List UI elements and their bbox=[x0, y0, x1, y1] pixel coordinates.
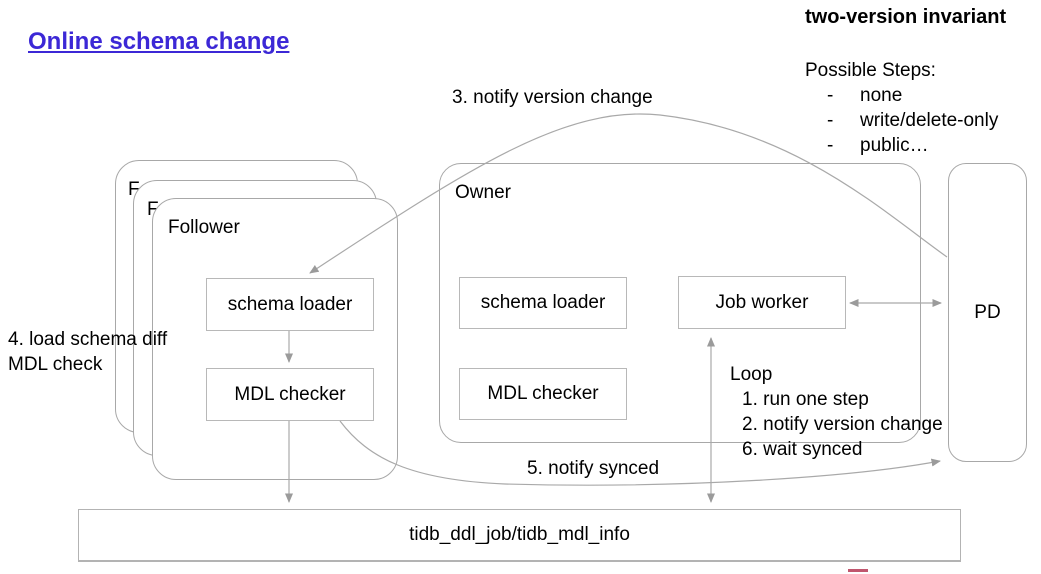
pd-card: PD bbox=[948, 163, 1027, 462]
list-item: - public… bbox=[805, 133, 998, 158]
follower-card-front: Follower bbox=[152, 198, 398, 480]
two-version-invariant-label: two-version invariant bbox=[805, 6, 1007, 28]
ddl-storage-table-box: tidb_ddl_job/tidb_mdl_info bbox=[78, 509, 961, 562]
edge-label-notify-synced: 5. notify synced bbox=[527, 458, 660, 479]
follower-schema-loader-box: schema loader bbox=[206, 278, 374, 331]
loop-header: Loop bbox=[730, 364, 773, 385]
owner-job-worker-box: Job worker bbox=[678, 276, 846, 329]
bullet-dash: - bbox=[827, 135, 834, 156]
possible-step-public: public… bbox=[860, 135, 929, 156]
loop-annotation: Loop 1. run one step 2. notify version c… bbox=[730, 362, 943, 462]
edge-label-load-schema-diff: 4. load schema diff MDL check bbox=[8, 327, 167, 377]
follower-mdl-checker-box: MDL checker bbox=[206, 368, 374, 421]
bullet-dash: - bbox=[827, 110, 834, 131]
bullet-dash: - bbox=[827, 85, 834, 106]
page-title[interactable]: Online schema change bbox=[28, 28, 290, 55]
owner-schema-loader-box: schema loader bbox=[459, 277, 627, 329]
loop-item-run-one-step: 1. run one step bbox=[742, 389, 869, 410]
possible-steps-header: Possible Steps: bbox=[805, 60, 936, 81]
accent-underline-mark bbox=[848, 569, 868, 572]
possible-step-none: none bbox=[860, 85, 903, 106]
possible-steps-list: Possible Steps: - none - write/delete-on… bbox=[805, 58, 998, 158]
possible-step-write-delete: write/delete-only bbox=[860, 110, 999, 131]
pd-label: PD bbox=[974, 301, 1001, 323]
list-item: - write/delete-only bbox=[805, 108, 998, 133]
owner-label: Owner bbox=[455, 182, 511, 203]
edge-label-line: 4. load schema diff bbox=[8, 329, 168, 350]
owner-mdl-checker-box: MDL checker bbox=[459, 368, 627, 420]
edge-label-line: MDL check bbox=[8, 354, 103, 375]
loop-item-notify-version-change: 2. notify version change bbox=[742, 414, 943, 435]
loop-item-wait-synced: 6. wait synced bbox=[742, 439, 863, 460]
list-item: - none bbox=[805, 83, 998, 108]
follower-label: Follower bbox=[168, 217, 240, 238]
edge-label-notify-version-change: 3. notify version change bbox=[452, 87, 653, 108]
